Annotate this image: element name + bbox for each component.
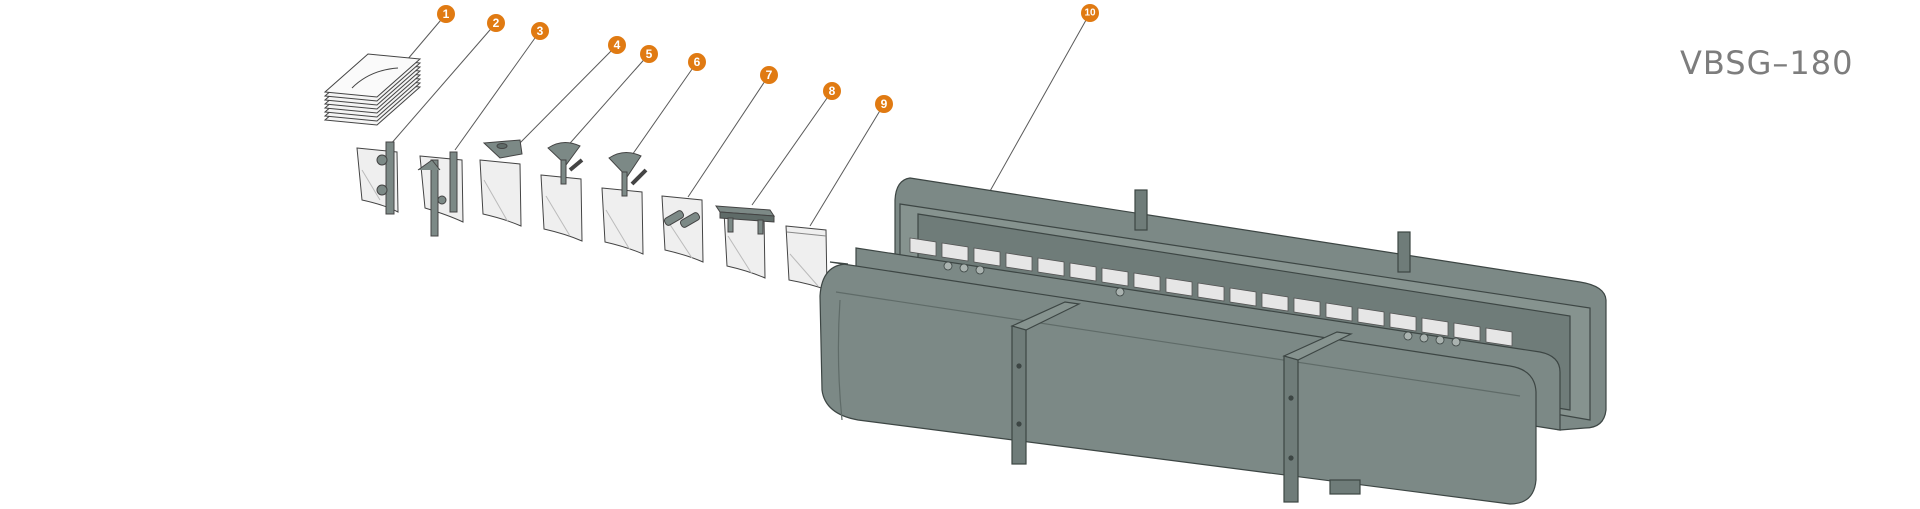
callout-2: 2 — [487, 14, 505, 32]
callout-4: 4 — [608, 36, 626, 54]
callout-9: 9 — [875, 95, 893, 113]
part-1-bag-stack — [323, 53, 422, 126]
part-8-heat-sealer — [715, 205, 775, 279]
callout-3-label: 3 — [537, 24, 544, 38]
callout-8: 8 — [823, 82, 841, 100]
callout-10: 10 — [1081, 4, 1099, 22]
bag-holder-strip — [909, 237, 1513, 347]
callout-10-label: 10 — [1084, 8, 1096, 19]
part-2-bag-gripper — [356, 141, 399, 215]
part-5-funnel — [540, 142, 584, 242]
callout-4-label: 4 — [614, 38, 621, 52]
callout-7-label: 7 — [766, 68, 773, 82]
part-9-sealed-bag — [785, 225, 828, 291]
callout-3: 3 — [531, 22, 549, 40]
callout-8-label: 8 — [829, 84, 836, 98]
callout-1-label: 1 — [443, 7, 450, 21]
part-6-funnel — [601, 152, 648, 255]
part-10-packaging-machine — [819, 177, 1607, 505]
callout-6: 6 — [688, 53, 706, 71]
part-7-bag-clamps — [661, 195, 704, 263]
callout-6-label: 6 — [694, 55, 701, 69]
callout-9-label: 9 — [881, 97, 888, 111]
model-title: VBSG–180 — [1680, 44, 1854, 82]
callout-5: 5 — [640, 45, 658, 63]
callout-7: 7 — [760, 66, 778, 84]
callout-badges: 1 2 3 4 5 6 7 8 — [437, 4, 1099, 113]
callout-5-label: 5 — [646, 47, 653, 61]
callout-1: 1 — [437, 5, 455, 23]
part-3-bag-opener — [417, 151, 464, 237]
leader-lines — [389, 12, 1091, 227]
part-4-funnel — [479, 139, 523, 227]
callout-2-label: 2 — [493, 16, 500, 30]
